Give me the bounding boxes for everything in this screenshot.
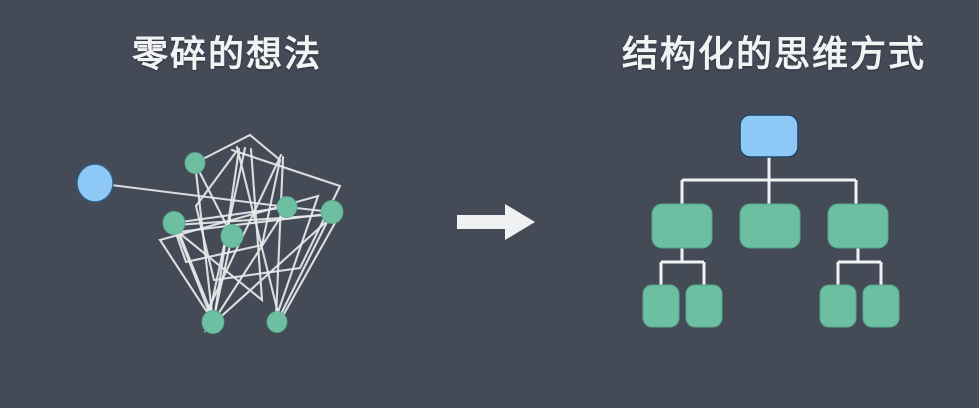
tree-node-l2-1[interactable]	[651, 203, 713, 249]
chaos-edge-7	[193, 161, 215, 324]
chaos-edge-5	[172, 221, 215, 324]
tree-connector-group	[659, 157, 883, 285]
tree-root-node[interactable]	[739, 114, 799, 158]
chaos-node-6[interactable]	[201, 310, 225, 334]
tree-node-l2-2[interactable]	[739, 203, 801, 249]
chaos-edge-4	[275, 210, 334, 324]
left-section-title: 零碎的想法	[132, 33, 323, 74]
right-section-title: 结构化的思维方式	[622, 33, 927, 74]
chaos-edge-8	[211, 205, 289, 324]
chaos-edge-long	[93, 181, 289, 209]
chaos-tangle-line-5	[174, 145, 342, 325]
tree-node-l2-3[interactable]	[827, 203, 889, 249]
chaos-edge-group	[93, 161, 334, 324]
chaos-node-3[interactable]	[220, 224, 244, 248]
chaos-node-7[interactable]	[266, 311, 288, 333]
chaos-node-5[interactable]	[320, 200, 344, 224]
tree-node-l3-4[interactable]	[862, 284, 900, 328]
chaos-tangle-line-1	[170, 133, 282, 264]
chaos-node-4[interactable]	[276, 196, 298, 218]
chaos-node-group	[76, 152, 344, 334]
chaos-node-1[interactable]	[184, 152, 206, 174]
chaos-edge-6	[211, 234, 234, 324]
right-arrow-icon	[457, 204, 535, 240]
tree-node-group	[642, 114, 900, 328]
tree-node-l3-1[interactable]	[642, 284, 680, 328]
chaos-node-2[interactable]	[162, 211, 186, 235]
tree-node-l3-2[interactable]	[685, 284, 723, 328]
tree-node-l3-3[interactable]	[819, 284, 857, 328]
chaos-node-highlight[interactable]	[76, 163, 114, 203]
chaos-edge-2	[172, 205, 289, 225]
chaos-edge-1	[193, 161, 234, 238]
